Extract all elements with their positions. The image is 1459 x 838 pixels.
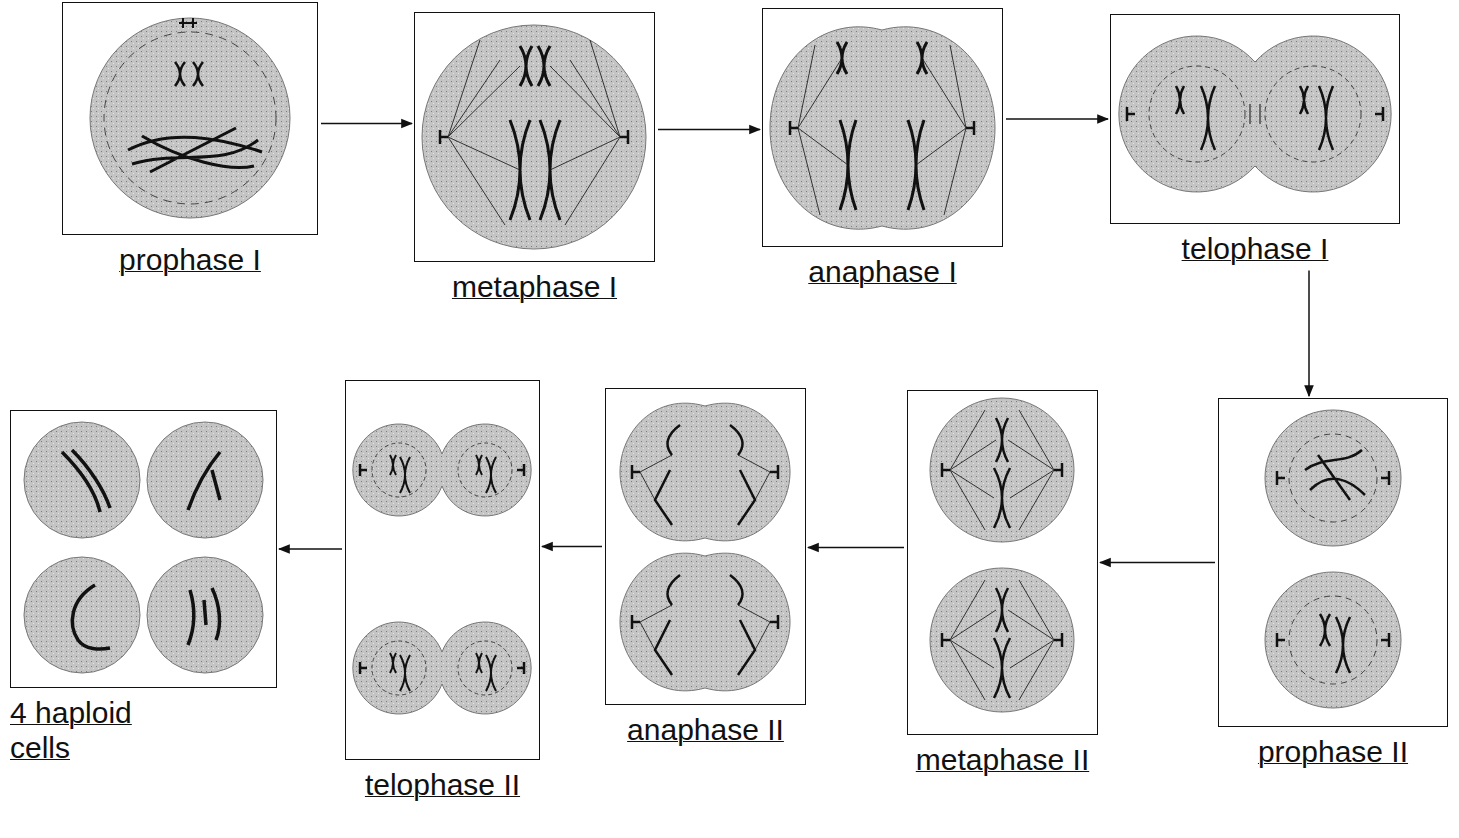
cell-illustration <box>1265 410 1401 708</box>
stage-frame <box>10 410 277 688</box>
stage-box: telophase II <box>345 380 540 803</box>
stage-frame <box>1110 14 1400 224</box>
flow-arrow <box>1006 118 1108 120</box>
cell-illustration <box>930 398 1074 712</box>
stage-frame <box>62 2 318 235</box>
stage-label: telophase II <box>345 768 540 803</box>
stage-box: anaphase II <box>605 388 806 748</box>
cell-illustration <box>24 422 263 673</box>
cell-illustration <box>90 18 290 218</box>
cell-illustration <box>1119 36 1391 192</box>
stage-label: anaphase II <box>605 713 806 748</box>
flow-arrow <box>808 547 904 549</box>
stage-box: prophase II <box>1218 398 1448 770</box>
stage-label: anaphase I <box>762 255 1003 290</box>
stage-label: 4 haploid cells <box>10 696 160 765</box>
stage-frame <box>605 388 806 705</box>
stage-frame <box>345 380 540 760</box>
flow-arrow <box>1100 562 1215 564</box>
stage-label: metaphase I <box>414 270 655 305</box>
flow-arrow <box>542 546 602 548</box>
stage-box: 4 haploid cells <box>10 410 277 765</box>
stage-box: anaphase I <box>762 8 1003 290</box>
stage-box: prophase I <box>62 2 318 278</box>
flow-arrow <box>658 129 760 131</box>
cell-illustration <box>422 25 646 249</box>
stage-frame <box>762 8 1003 247</box>
stage-box: metaphase II <box>907 390 1098 778</box>
flow-arrow <box>1308 271 1310 397</box>
stage-frame <box>907 390 1098 735</box>
cell-illustration <box>353 424 531 714</box>
flow-arrow <box>279 548 342 550</box>
stage-box: metaphase I <box>414 12 655 305</box>
stage-label: prophase I <box>62 243 318 278</box>
stage-label: telophase I <box>1110 232 1400 267</box>
cell-illustration <box>770 27 995 229</box>
stage-frame <box>1218 398 1448 727</box>
stage-box: telophase I <box>1110 14 1400 267</box>
flow-arrow <box>321 123 412 125</box>
stage-frame <box>414 12 655 262</box>
stage-label: prophase II <box>1218 735 1448 770</box>
stage-label: metaphase II <box>907 743 1098 778</box>
cell-illustration <box>620 403 790 691</box>
